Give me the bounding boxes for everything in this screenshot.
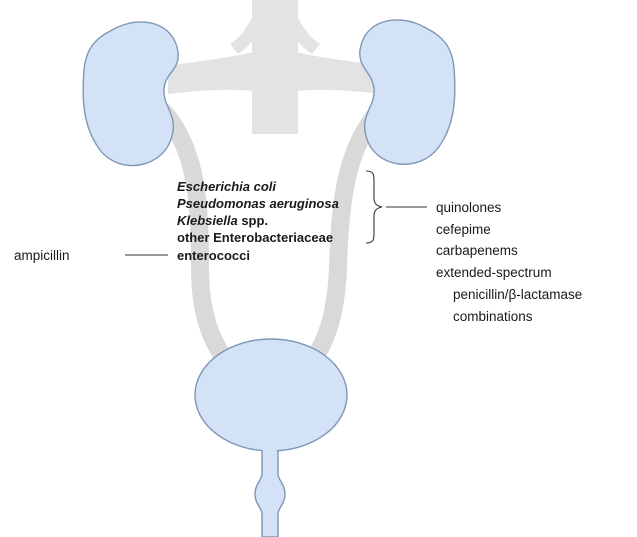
ureter-right <box>300 112 378 378</box>
ureters <box>164 112 378 378</box>
drug-cefepime: cefepime <box>436 222 491 237</box>
organism-brace <box>366 171 382 243</box>
drug-carbapenems: carbapenems <box>436 243 518 258</box>
bladder-group <box>195 339 347 537</box>
organism-klebsiella: Klebsiella spp. <box>177 213 268 228</box>
left-drug-label: ampicillin <box>14 248 70 263</box>
organism-e-coli: Escherichia coli <box>177 179 276 194</box>
kidney-left <box>83 22 178 166</box>
great-vessels <box>168 0 382 134</box>
organism-enterococci: enterococci <box>177 248 250 263</box>
organism-list: Escherichia coli Pseudomonas aeruginosa … <box>177 179 339 263</box>
drug-combinations: combinations <box>453 309 533 324</box>
drug-extended-spectrum: extended-spectrum <box>436 265 552 280</box>
kidney-right <box>360 20 455 164</box>
ureter-left <box>164 112 240 378</box>
right-drug-list: quinolones cefepime carbapenems extended… <box>436 200 582 324</box>
drug-penicillin-beta-lactamase: penicillin/β-lactamase <box>453 287 582 302</box>
organism-p-aeruginosa: Pseudomonas aeruginosa <box>177 196 339 211</box>
organism-enterobacteriaceae: other Enterobacteriaceae <box>177 230 333 245</box>
drug-quinolones: quinolones <box>436 200 502 215</box>
bladder <box>195 339 347 451</box>
renal-vessel-left <box>168 50 262 94</box>
urethra-join-cover <box>263 448 277 456</box>
